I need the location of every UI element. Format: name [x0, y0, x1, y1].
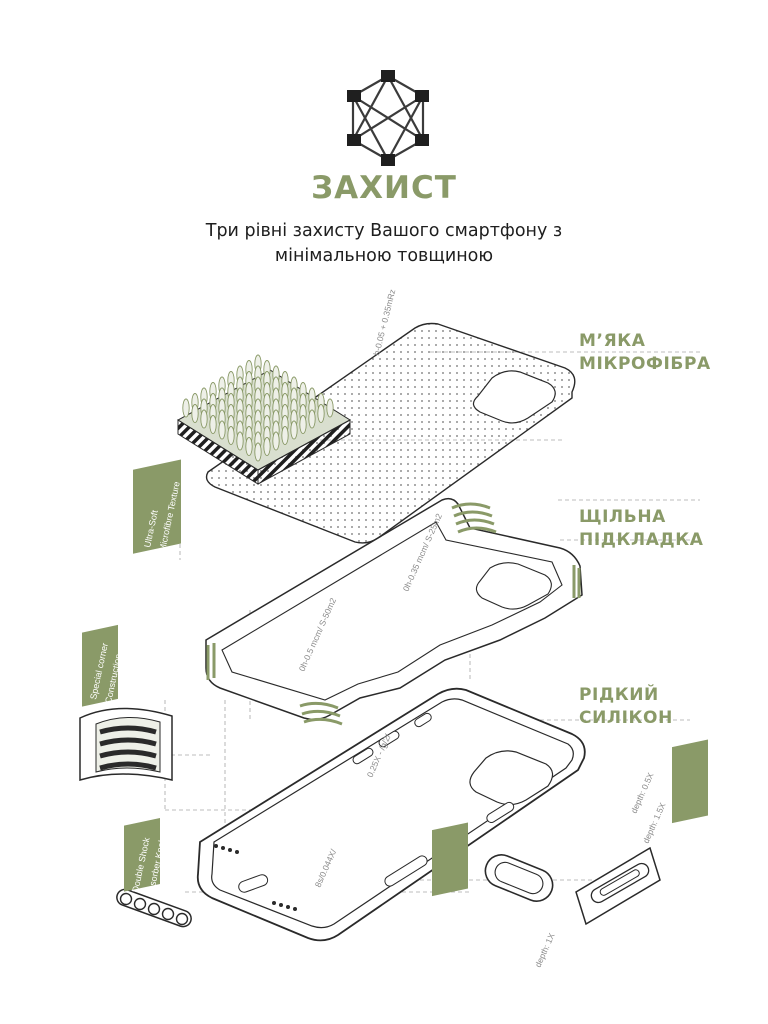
- dimension-depth-15: depth: 1.5X: [641, 801, 668, 845]
- fibre-tuft: [308, 409, 316, 429]
- microfibre-layer: [177, 322, 576, 544]
- callout-button: Sensitive Button Design: [672, 739, 709, 946]
- button-detail: [575, 846, 661, 926]
- fibre-tuft: [245, 437, 253, 456]
- dimension-depth-1: depth: 1X: [533, 931, 557, 969]
- callout-line: Design: [693, 917, 709, 946]
- layer-label-line: ЩІЛЬНА: [579, 507, 666, 527]
- fibre-tuft: [317, 404, 325, 423]
- fibre-tuft: [299, 415, 307, 434]
- fibre-tuft: [281, 426, 289, 445]
- fibre-tuft: [209, 415, 217, 434]
- fibre-tuft: [191, 404, 199, 423]
- callout-line: Protection: [453, 925, 471, 967]
- subtitle-line: Три рівні захисту Вашого смартфону з: [205, 221, 563, 241]
- fibre-tuft: [236, 431, 244, 451]
- layer-label-silicone: РІДКИЙ СИЛІКОН: [579, 684, 673, 730]
- page-subtitle: Три рівні захисту Вашого смартфону з мін…: [134, 219, 634, 269]
- subtitle-line: мінімальною товщиною: [274, 246, 494, 266]
- padding-layer: [205, 497, 583, 726]
- corner-detail: [79, 707, 173, 782]
- layer-label-line: СИЛІКОН: [579, 708, 673, 728]
- callout-camera: Camera Frame Protection: [432, 822, 471, 967]
- layer-label-padding: ЩІЛЬНА ПІДКЛАДКА: [579, 506, 703, 552]
- fibre-tuft: [263, 437, 271, 456]
- camera-frame-detail: [484, 854, 554, 902]
- callout-corner: Special corner Construction: [82, 624, 123, 707]
- layer-label-line: РІДКИЙ: [579, 685, 659, 705]
- silicone-case-layer: [196, 687, 586, 942]
- fibre-tuft: [182, 398, 190, 418]
- layer-label-line: ПІДКЛАДКА: [579, 530, 704, 550]
- fibre-tuft: [272, 431, 280, 451]
- layer-label-line: М’ЯКА: [579, 331, 646, 351]
- callout-shock: Double Shock Absorber Knob: [124, 817, 167, 897]
- fibre-tuft: [254, 442, 262, 462]
- fibre-tuft: [200, 409, 208, 429]
- shock-knob-detail: [116, 888, 192, 928]
- layer-label-line: МІКРОФІБРА: [579, 354, 711, 374]
- fibre-tuft: [326, 398, 334, 418]
- fibre-tuft: [290, 420, 298, 440]
- hexagon-lattice-icon: [347, 70, 429, 166]
- dimension-depth-05: depth: 0.5X: [629, 771, 656, 815]
- page-title: ЗАХИСТ: [311, 170, 457, 206]
- fibre-tuft: [218, 420, 226, 440]
- fibre-tuft: [227, 426, 235, 445]
- layer-label-microfibre: М’ЯКА МІКРОФІБРА: [579, 330, 711, 376]
- callout-microfibre: Ultra-Soft Microfibre Texture: [133, 459, 182, 554]
- logo: [345, 70, 431, 166]
